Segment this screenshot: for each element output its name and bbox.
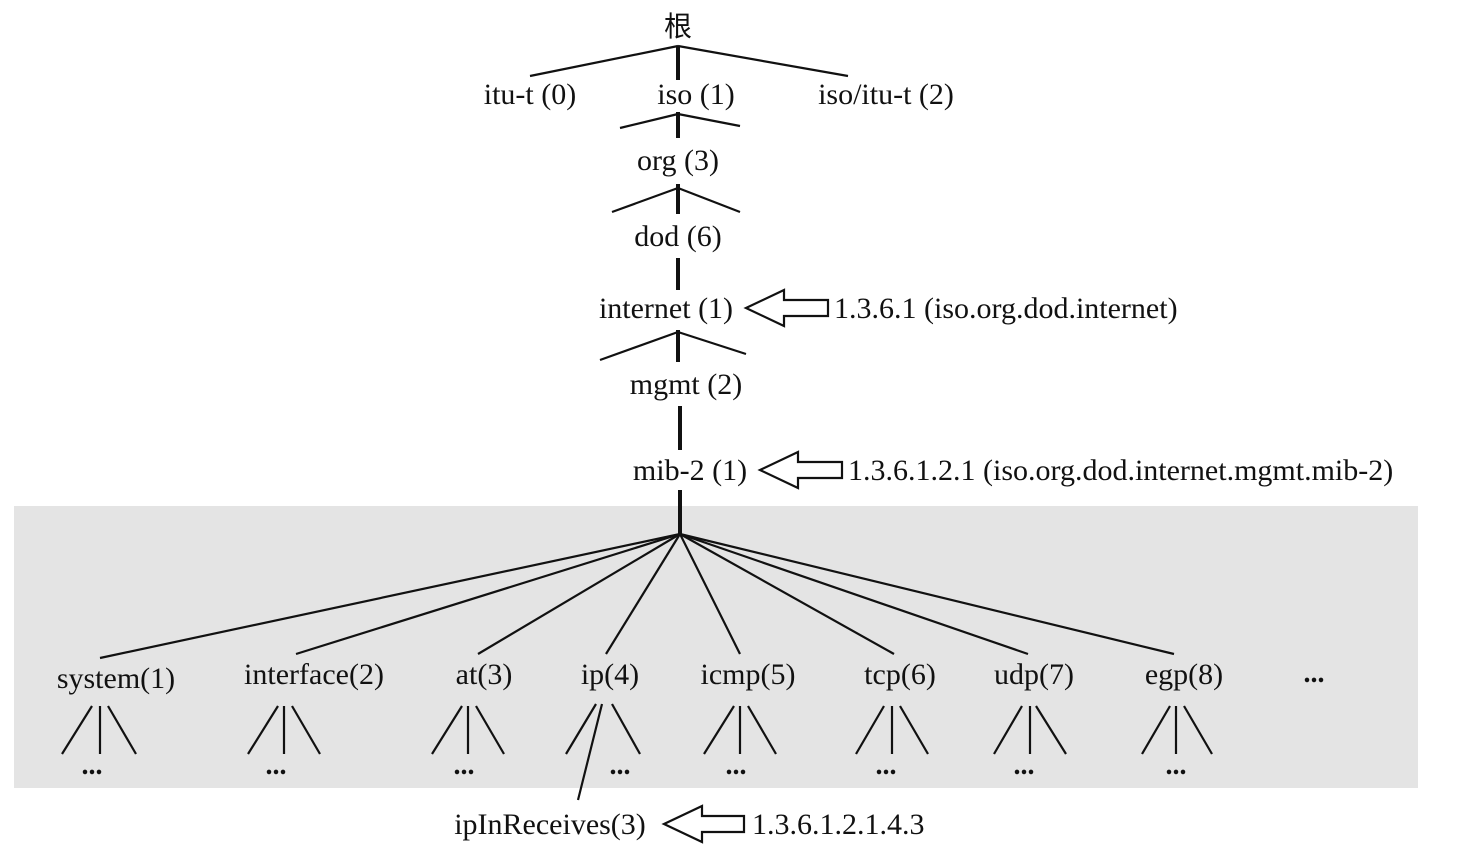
node-udp: udp(7) <box>994 658 1074 691</box>
node-iso: iso (1) <box>657 78 735 111</box>
node-system: system(1) <box>57 662 175 695</box>
leaf-ellipsis-interface: ... <box>266 750 287 781</box>
leaf-ellipsis-at: ... <box>454 750 475 781</box>
node-org: org (3) <box>637 144 719 177</box>
node-ip: ip(4) <box>581 658 639 691</box>
leaf-ellipsis-system: ... <box>82 750 103 781</box>
fan-egp <box>1141 705 1213 755</box>
fan-tcp <box>855 705 929 755</box>
leaf-ellipsis-ip: ... <box>610 750 631 781</box>
node-internet: internet (1) <box>599 292 733 325</box>
node-icmp: icmp(5) <box>701 658 796 691</box>
node-more-groups: ... <box>1304 658 1325 689</box>
edge-mib-2-to-at <box>477 533 681 655</box>
arrow-internet-annotation <box>743 288 830 328</box>
fan-system <box>61 705 137 755</box>
leaf-ellipsis-egp: ... <box>1166 750 1187 781</box>
node-tcp: tcp(6) <box>864 658 936 691</box>
fan-ip <box>565 703 641 801</box>
node-ipInReceives: ipInReceives(3) <box>454 808 646 841</box>
fan-icmp <box>703 705 777 755</box>
annotation-mib2-oid: 1.3.6.1.2.1 (iso.org.dod.internet.mgmt.m… <box>848 454 1393 487</box>
fan-interface <box>247 705 321 755</box>
edge-mib-2-to-tcp <box>679 533 895 655</box>
edge-mib-2-to-system <box>99 532 681 660</box>
fan-internet-right <box>677 330 747 356</box>
fan-internet-left <box>599 330 679 362</box>
edge-mib-2-to-interface <box>295 532 681 656</box>
fan-org-right <box>677 186 741 214</box>
arrow-mib2-annotation <box>757 450 844 490</box>
node-mgmt: mgmt (2) <box>630 368 743 401</box>
node-egp: egp(8) <box>1145 658 1223 691</box>
edge-mib-2-to-icmp <box>679 533 741 655</box>
node-mib-2: mib-2 (1) <box>633 454 747 487</box>
edge-root-to-itu-t <box>529 44 679 78</box>
edge-root-to-iso-itu-t <box>677 44 849 78</box>
leaf-ellipsis-tcp: ... <box>876 750 897 781</box>
fan-iso-left <box>619 112 679 130</box>
leaf-ellipsis-icmp: ... <box>726 750 747 781</box>
edge-mib-2-to-ip <box>605 533 681 655</box>
edge-mib-2-to-egp <box>679 532 1175 656</box>
node-at: at(3) <box>456 658 513 691</box>
annotation-internet-oid: 1.3.6.1 (iso.org.dod.internet) <box>834 292 1178 325</box>
fan-at <box>431 705 505 755</box>
edge-mib-2-to-udp <box>679 532 1029 656</box>
node-itu-t: itu-t (0) <box>484 78 576 111</box>
node-dod: dod (6) <box>634 220 721 253</box>
annotation-ipInReceives-oid: 1.3.6.1.2.1.4.3 <box>752 808 925 841</box>
fan-org-left <box>611 186 679 214</box>
fan-udp <box>993 705 1067 755</box>
node-interface: interface(2) <box>244 658 384 691</box>
fan-iso-right <box>677 112 741 128</box>
root-node-label: 根 <box>664 10 692 43</box>
node-iso-itu-t: iso/itu-t (2) <box>818 78 954 111</box>
leaf-ellipsis-udp: ... <box>1014 750 1035 781</box>
arrow-ipInReceives-annotation <box>661 804 746 844</box>
